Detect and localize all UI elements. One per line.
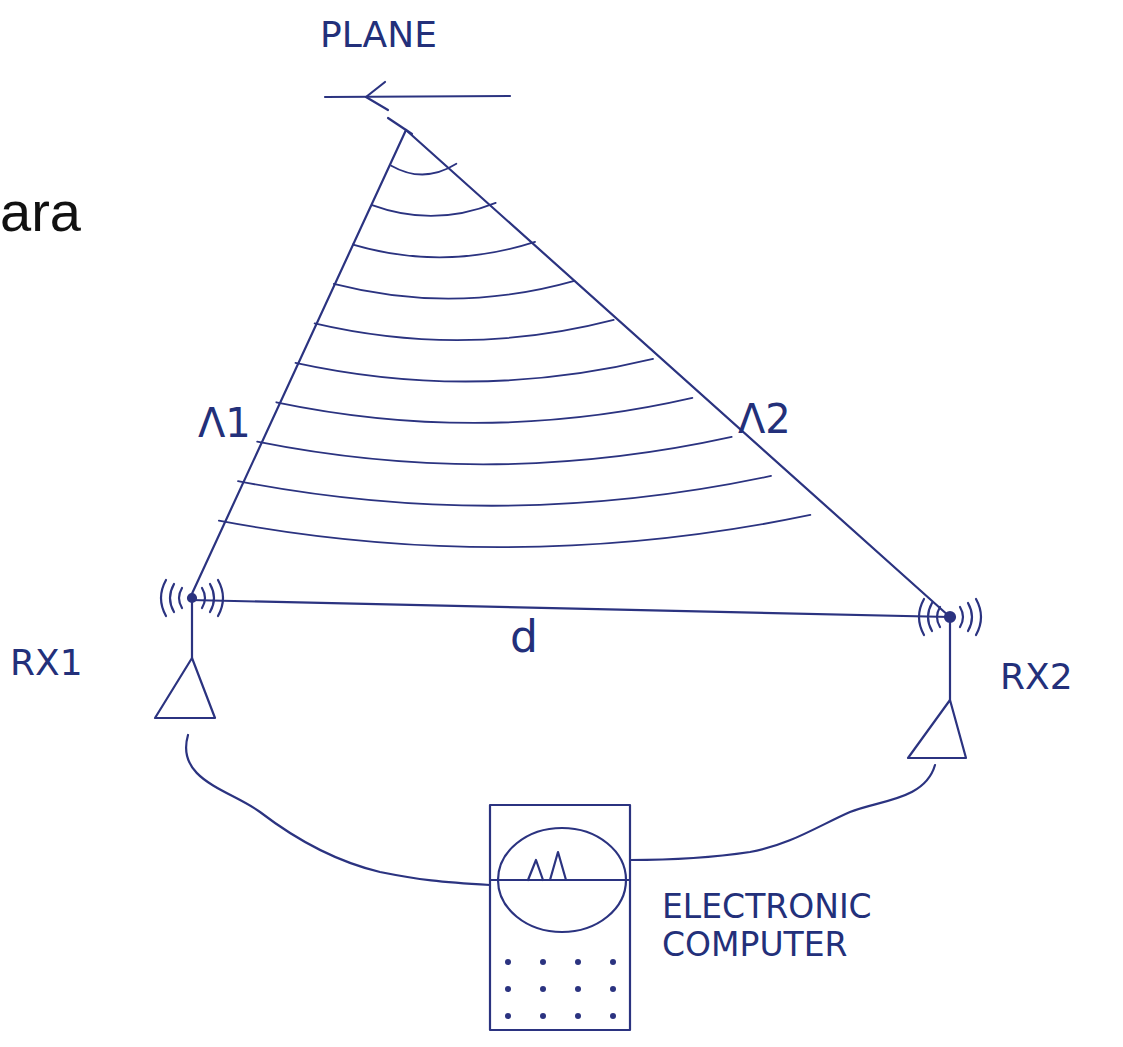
slide-fragment: ara [0,180,81,244]
plane-symbol [325,82,510,134]
cable [186,735,490,885]
keypad-dot [575,959,581,965]
wave-fronts [219,164,811,547]
receiver-label: RX1 [10,642,83,683]
wave-front [315,320,614,340]
keypad-dot [610,959,616,965]
wave-front [391,164,456,175]
receiver-label: RX2 [1000,656,1073,697]
keypad-dot [575,986,581,992]
cable [630,765,935,860]
keypad-dot [540,1013,546,1019]
wave-front [353,242,535,257]
range-label: Λ1 [198,400,251,446]
wave-front [238,476,771,506]
antenna-symbol [155,580,223,718]
keypad-dot [575,1013,581,1019]
antenna-symbol [908,599,981,758]
wave-front [276,398,692,423]
wave-front [295,359,653,382]
keypad-dot [540,959,546,965]
plane-label: PLANE [320,14,437,55]
keypad-dot [505,986,511,992]
range-line [406,130,950,617]
keypad-dot [610,1013,616,1019]
keypad-dot [505,959,511,965]
wave-front [334,281,575,299]
wave-front [257,437,732,464]
keypad-dot [610,986,616,992]
wave-front [372,203,496,216]
computer-symbol [490,805,630,1030]
baseline-label: d [510,612,538,663]
computer-label: ELECTRONIC COMPUTER [662,888,962,964]
keypad-dot [505,1013,511,1019]
baseline-line [190,600,950,617]
range-label: Λ2 [738,396,791,442]
keypad-dot [540,986,546,992]
wave-front [219,515,811,547]
